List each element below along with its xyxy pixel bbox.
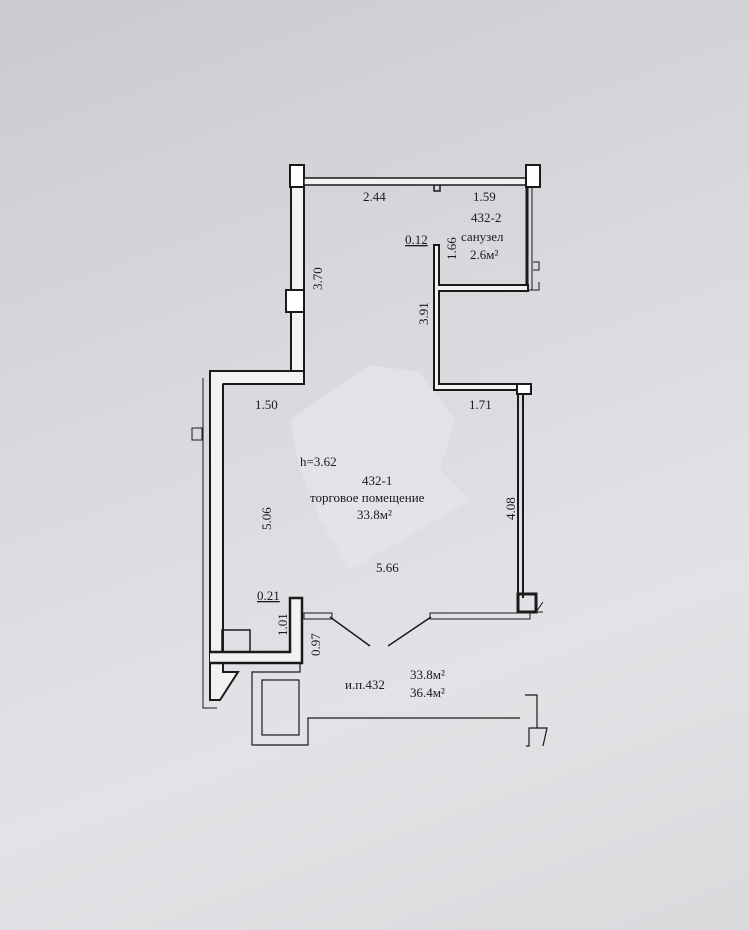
dim-partition-vertical: 3.91 <box>416 302 431 325</box>
dim-right-main: 4.08 <box>503 497 518 520</box>
left-main-wall <box>191 371 304 709</box>
room-area-shop: 33.8м² <box>357 507 392 522</box>
entrance-door <box>303 612 531 647</box>
summary-area-1: 33.8м² <box>410 667 445 682</box>
dim-width-main: 5.66 <box>376 560 399 575</box>
summary-area-2: 36.4м² <box>410 685 445 700</box>
right-wall <box>516 383 544 614</box>
unit-label: и.п.432 <box>345 677 385 692</box>
room-id-bathroom: 432-2 <box>471 210 501 225</box>
bathroom-walls <box>433 187 540 391</box>
terrace <box>251 663 548 747</box>
dim-top-right: 1.59 <box>473 189 496 204</box>
dim-left-upper: 3.70 <box>310 267 325 290</box>
dim-bottom-small: 0.21 <box>257 588 280 603</box>
room-name-shop: торговое помещение <box>310 490 425 505</box>
room-id-shop: 432-1 <box>362 473 392 488</box>
watermark-logo <box>290 365 470 570</box>
dim-step-left: 1.50 <box>255 397 278 412</box>
top-wall <box>289 164 541 192</box>
dim-top-left: 2.44 <box>363 189 386 204</box>
left-upper-wall <box>209 186 305 385</box>
room-name-bathroom: санузел <box>461 229 504 244</box>
dim-left-main: 5.06 <box>259 507 274 530</box>
dim-bottom-vertical: 1.01 <box>275 613 290 636</box>
room-height: h=3.62 <box>300 454 337 469</box>
room-area-bathroom: 2.6м² <box>470 247 498 262</box>
dim-partition-small: 0.12 <box>405 232 428 247</box>
dim-bath-depth: 1.66 <box>444 237 459 260</box>
dim-bottom-gap: 0.97 <box>308 633 323 656</box>
dim-step-right: 1.71 <box>469 397 492 412</box>
